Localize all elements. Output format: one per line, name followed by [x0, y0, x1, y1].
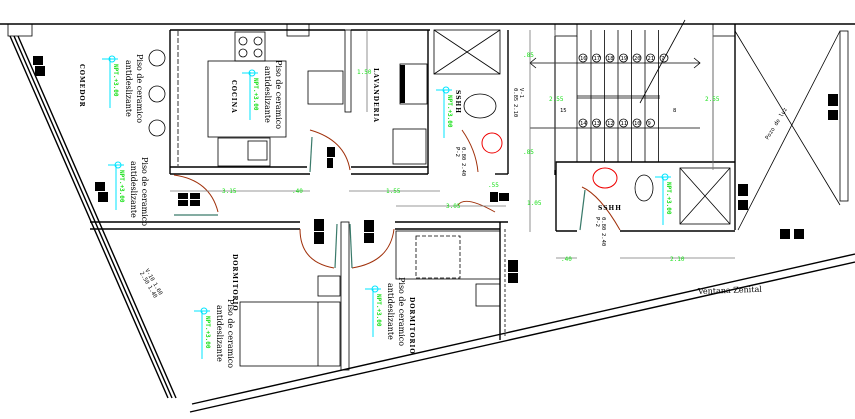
svg-text:P-2: P-2: [454, 147, 460, 157]
stair-step-number: 18: [605, 53, 615, 63]
dim-stair-255-left: 2.55: [549, 96, 564, 103]
furniture: [148, 31, 654, 367]
svg-text:Piso de ceramico: Piso de ceramico: [397, 277, 406, 346]
svg-text:antideslizante: antideslizante: [263, 66, 272, 123]
floor-note: NPT.+3.00 antideslizante Piso de ceramic…: [194, 299, 235, 368]
dim-lav-height: 1.50: [357, 69, 372, 76]
svg-text:NPT.+3.00: NPT.+3.00: [375, 294, 382, 327]
svg-text:NPT.+3.00: NPT.+3.00: [118, 170, 125, 203]
door-tag: P-2 0.80 2.40: [454, 147, 466, 176]
dim-155: 1.55: [386, 188, 401, 195]
svg-text:antideslizante: antideslizante: [124, 60, 133, 117]
room-label-dormitorio-2: DORMITORIO: [408, 297, 415, 355]
svg-text:antideslizante: antideslizante: [386, 283, 395, 340]
svg-text:V-1: V-1: [518, 88, 524, 98]
stair-step-number: 7: [659, 53, 669, 63]
stair-step-number: 12: [605, 118, 615, 128]
svg-text:0.80: 0.80: [460, 147, 466, 160]
dim-305: 3.05: [446, 203, 461, 210]
svg-text:11: 11: [621, 121, 628, 127]
window-tag: V-1 0.85 2.10: [512, 88, 524, 117]
svg-text:P-2: P-2: [594, 217, 600, 227]
stair-step-number: 9: [646, 118, 655, 128]
doors: [173, 129, 621, 269]
svg-text:10: 10: [634, 121, 641, 127]
svg-text:NPT.+3.00: NPT.+3.00: [665, 182, 672, 215]
svg-text:Piso de ceramico: Piso de ceramico: [274, 60, 283, 129]
floor-note: NPT.+3.00 antideslizante Piso de ceramic…: [102, 54, 144, 123]
dim-bath-210: 2.10: [670, 256, 685, 263]
svg-text:17: 17: [594, 56, 601, 62]
level-marker-sshh-2: NPT.+3.00: [655, 173, 672, 225]
stair-step-number: 21: [646, 53, 655, 63]
floor-note: NPT.+3.00 antideslizante Piso de ceramic…: [242, 60, 283, 129]
column-markers: [33, 56, 838, 283]
stair-step-number: 11: [619, 118, 628, 128]
dim-bath-105: 1.05: [527, 200, 542, 207]
svg-text:NPT.+3.00: NPT.+3.00: [204, 316, 211, 349]
svg-text:antideslizante: antideslizante: [129, 161, 138, 218]
stair-step-number: 16: [578, 53, 588, 63]
svg-text:2.40: 2.40: [600, 233, 606, 246]
room-label-lavanderia: LAVANDERIA: [372, 68, 379, 123]
dim-40: .40: [292, 188, 303, 195]
svg-text:NPT.+3.00: NPT.+3.00: [252, 78, 259, 111]
svg-text:16: 16: [580, 56, 587, 62]
svg-text:2.10: 2.10: [512, 104, 518, 117]
svg-text:0.80: 0.80: [600, 217, 606, 230]
stair: 16 17 18 19 20 21 7 14 13 12 11 10 9 15 8: [529, 19, 714, 162]
stair-landing-right: 8: [673, 108, 676, 114]
room-label-dormitorio-1: DORMITORIO: [231, 254, 238, 312]
dim-stair-85-bottom: .85: [523, 149, 534, 156]
svg-text:12: 12: [607, 121, 614, 127]
svg-text:Piso de ceramico: Piso de ceramico: [135, 54, 144, 123]
stair-step-number: 17: [592, 53, 601, 63]
stair-step-number: 20: [632, 53, 642, 63]
stair-step-number: 14: [578, 118, 588, 128]
dim-stair-255-right: 2.55: [705, 96, 720, 103]
level-marker-sshh-1: NPT.+3.00: [436, 86, 453, 138]
svg-text:21: 21: [648, 56, 655, 62]
stair-landing-left: 15: [560, 108, 567, 114]
ventana-zenital-label: Ventana Zenital: [697, 285, 763, 296]
svg-text:Piso de ceramico: Piso de ceramico: [226, 299, 235, 368]
room-label-sshh-2: SSHH: [598, 205, 622, 212]
room-label-comedor: COMEDOR: [78, 64, 85, 108]
stair-step-number: 19: [619, 53, 628, 63]
svg-text:1.60: 1.60: [151, 282, 163, 296]
stair-step-number: 10: [632, 118, 642, 128]
svg-text:V-10: V-10: [143, 268, 155, 282]
svg-text:0.85: 0.85: [512, 88, 518, 101]
svg-text:NPT.+3.00: NPT.+3.00: [112, 64, 119, 97]
window-tag: V-10 1.60 2.50 1.40: [138, 268, 163, 299]
svg-text:Piso de ceramico: Piso de ceramico: [140, 157, 149, 226]
svg-text:antideslizante: antideslizante: [215, 305, 224, 362]
room-label-sshh-1: SSHH: [454, 90, 461, 114]
floor-note: NPT.+3.00 antideslizante Piso de ceramic…: [108, 157, 149, 226]
svg-text:18: 18: [607, 56, 614, 62]
door-tag: P-2 0.80 2.40: [594, 217, 606, 246]
dimensions: 1.50 3.15 .40 1.55 .55 3.05 .85 2.55 .85…: [170, 30, 735, 263]
svg-text:14: 14: [580, 121, 587, 127]
svg-text:7: 7: [661, 56, 664, 62]
dim-kitchen-width: 3.15: [222, 188, 237, 195]
floor-note: NPT.+3.00 antideslizante Piso de ceramic…: [365, 277, 406, 346]
svg-text:1.40: 1.40: [146, 285, 158, 299]
room-label-cocina: COCINA: [230, 80, 237, 114]
dim-55: .55: [488, 182, 499, 189]
svg-text:20: 20: [634, 56, 641, 62]
dim-stair-85-top: .85: [523, 52, 534, 59]
svg-text:9: 9: [648, 121, 651, 127]
svg-text:13: 13: [594, 121, 601, 127]
svg-text:NPT.+3.00: NPT.+3.00: [446, 95, 453, 128]
dim-bath-40: .40: [561, 256, 572, 263]
svg-text:2.50: 2.50: [138, 271, 150, 285]
svg-text:19: 19: [621, 56, 628, 62]
pozo-de-luz-label: Pozo de luz: [765, 107, 789, 141]
svg-text:2.40: 2.40: [460, 163, 466, 176]
stair-step-number: 13: [592, 118, 601, 128]
